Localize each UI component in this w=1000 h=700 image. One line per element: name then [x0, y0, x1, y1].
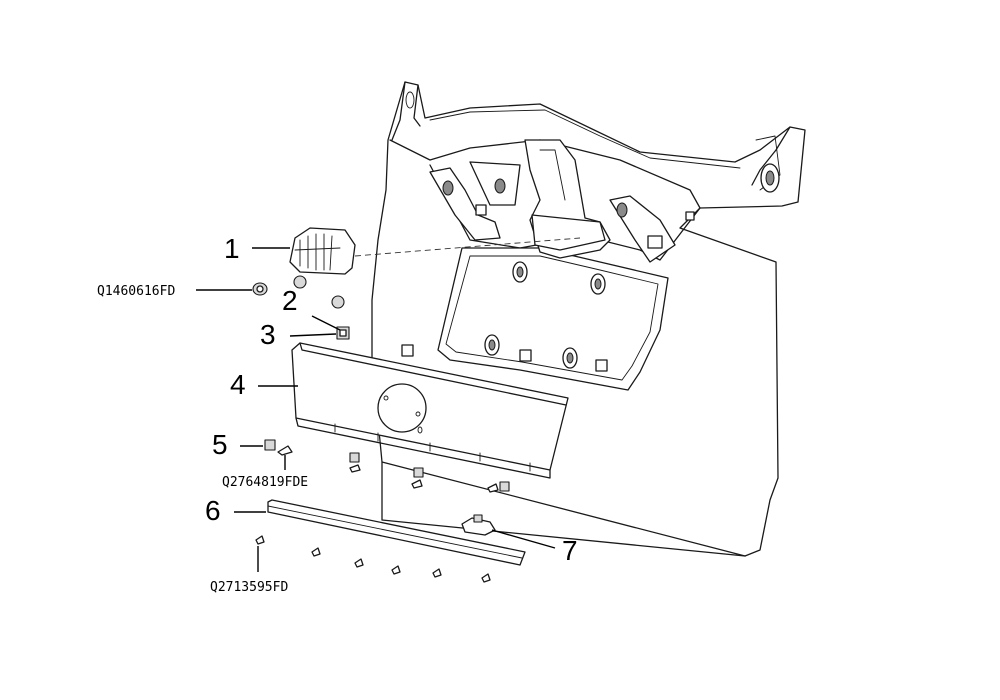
tailgate-panel — [371, 81, 806, 557]
lower-trim-strip-part — [267, 499, 526, 566]
leader-lines — [196, 247, 556, 572]
callout-7: 7 — [562, 535, 578, 566]
hinge-cover-part — [289, 227, 356, 275]
callout-1: 1 — [224, 233, 240, 264]
nut-parts — [252, 275, 345, 309]
part-code-q2764819fde: Q2764819FDE — [222, 475, 308, 490]
alignment-line — [354, 237, 581, 257]
trim-panel-part — [291, 342, 569, 479]
callout-2: 2 — [282, 285, 298, 316]
part-code-q1460616fd: Q1460616FD — [97, 284, 175, 299]
callout-6: 6 — [205, 495, 221, 526]
callout-5: 5 — [212, 429, 228, 460]
small-bracket-part — [461, 514, 496, 536]
callout-4: 4 — [230, 369, 246, 400]
clip-parts — [264, 439, 510, 493]
callout-3: 3 — [260, 319, 276, 350]
part-code-q2713595fd: Q2713595FD — [210, 580, 288, 595]
push-pin-parts — [255, 535, 491, 583]
